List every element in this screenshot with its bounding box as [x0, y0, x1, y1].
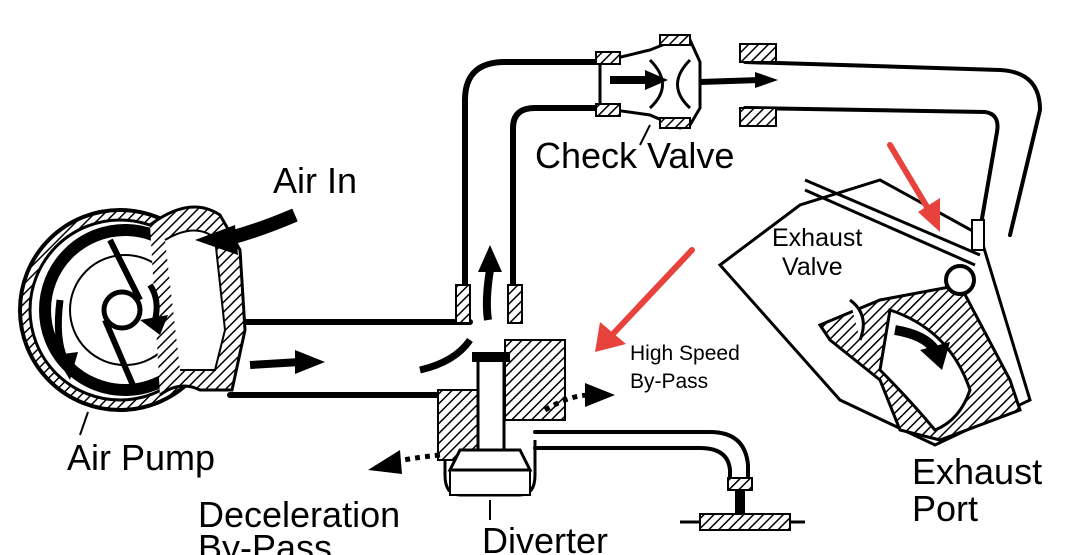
deceleration-label-line2: By-Pass [198, 527, 332, 555]
air-in-label: Air In [273, 160, 357, 201]
air-pump-label: Air Pump [67, 437, 215, 478]
diverter-valve [438, 340, 805, 530]
exhaust-port-label-line2: Port [912, 488, 978, 529]
exhaust-valve-label-line2: Valve [782, 253, 843, 281]
red-arrow-icon [595, 250, 692, 352]
high-speed-label-line2: By-Pass [630, 370, 708, 393]
exhaust-port [720, 180, 1030, 445]
high-speed-label-line1: High Speed [630, 342, 740, 365]
check-valve-label: Check Valve [535, 135, 734, 176]
check-valve [596, 35, 778, 145]
exhaust-valve-label-line1: Exhaust [772, 224, 862, 252]
exhaust-port-label-line1: Exhaust [912, 451, 1042, 492]
diverter-label: Diverter [482, 520, 608, 555]
